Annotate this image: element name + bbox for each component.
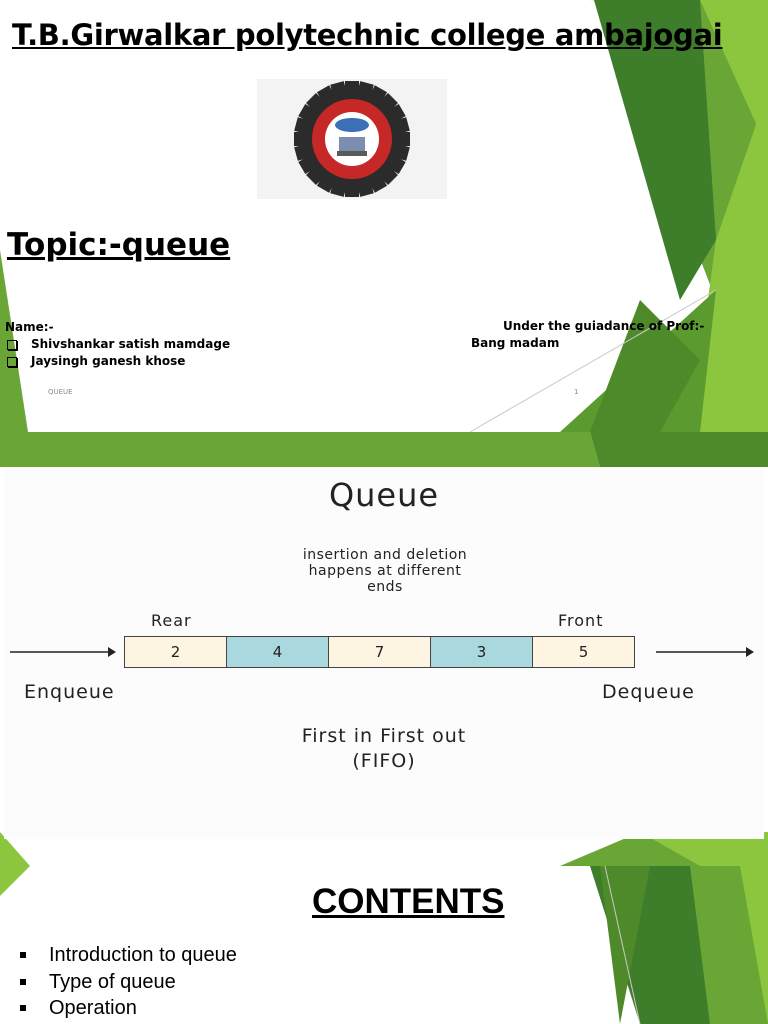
subtitle-line: happens at different <box>308 563 462 579</box>
diagram-subtitle: insertion and deletion happens at differ… <box>240 547 530 595</box>
square-bullet-icon <box>20 978 26 985</box>
student-name: Jaysingh ganesh khose <box>31 354 186 368</box>
student-names: Name:- Shivshankar satish mamdage Jaysin… <box>5 319 230 370</box>
fifo-caption: First in First out (FIFO) <box>0 724 768 774</box>
slide-footer: QUEUE <box>48 388 73 396</box>
diagram-title: Queue <box>328 476 440 514</box>
guide-name: Bang madam <box>471 336 560 350</box>
list-item: Jaysingh ganesh khose <box>5 353 230 370</box>
fifo-line: (FIFO) <box>352 750 416 772</box>
list-item: Operation <box>20 995 237 1022</box>
queue-cell: 3 <box>430 636 533 668</box>
student-name: Shivshankar satish mamdage <box>31 337 231 351</box>
queue-cell: 5 <box>532 636 635 668</box>
college-title: T.B.Girwalkar polytechnic college ambajo… <box>12 18 723 52</box>
subtitle-line: insertion and deletion <box>302 547 468 563</box>
checkbox-bullet-icon <box>7 339 17 350</box>
dequeue-arrow-icon <box>656 647 754 657</box>
name-heading: Name:- <box>5 320 54 334</box>
list-item: Type of queue <box>20 969 237 996</box>
page-number: 1 <box>574 388 579 396</box>
contents-item: Introduction to queue <box>49 944 237 966</box>
square-bullet-icon <box>20 952 26 959</box>
subtitle-line: ends <box>367 579 403 595</box>
guidance-heading: Under the guiadance of Prof:- <box>503 319 705 333</box>
topic-heading: Topic:-queue <box>7 227 231 263</box>
contents-heading: CONTENTS <box>312 882 505 921</box>
enqueue-arrow-icon <box>10 647 116 657</box>
queue-cell: 4 <box>226 636 329 668</box>
contents-item: Operation <box>49 997 137 1019</box>
queue-cells: 2 4 7 3 5 <box>124 636 635 668</box>
queue-diagram-slide: Queue insertion and deletion happens at … <box>0 432 768 866</box>
contents-item: Type of queue <box>49 970 176 993</box>
dequeue-label: Dequeue <box>602 681 695 703</box>
list-item: Introduction to queue <box>20 942 237 969</box>
contents-slide: CONTENTS Introduction to queue Type of q… <box>0 866 768 1024</box>
contents-list: Introduction to queue Type of queue Oper… <box>20 942 237 1022</box>
green-decoration <box>0 432 768 866</box>
fifo-line: First in First out <box>301 725 467 747</box>
green-decoration <box>0 0 768 432</box>
college-logo <box>257 79 447 199</box>
rear-label: Rear <box>151 611 192 630</box>
list-item: Shivshankar satish mamdage <box>5 336 230 353</box>
queue-cell: 2 <box>124 636 227 668</box>
checkbox-bullet-icon <box>7 356 17 367</box>
title-slide: T.B.Girwalkar polytechnic college ambajo… <box>0 0 768 432</box>
square-bullet-icon <box>20 1005 26 1012</box>
green-decoration <box>0 866 768 1024</box>
front-label: Front <box>558 611 604 630</box>
enqueue-label: Enqueue <box>24 681 115 703</box>
queue-cell: 7 <box>328 636 431 668</box>
gear-emblem-icon <box>294 81 410 197</box>
